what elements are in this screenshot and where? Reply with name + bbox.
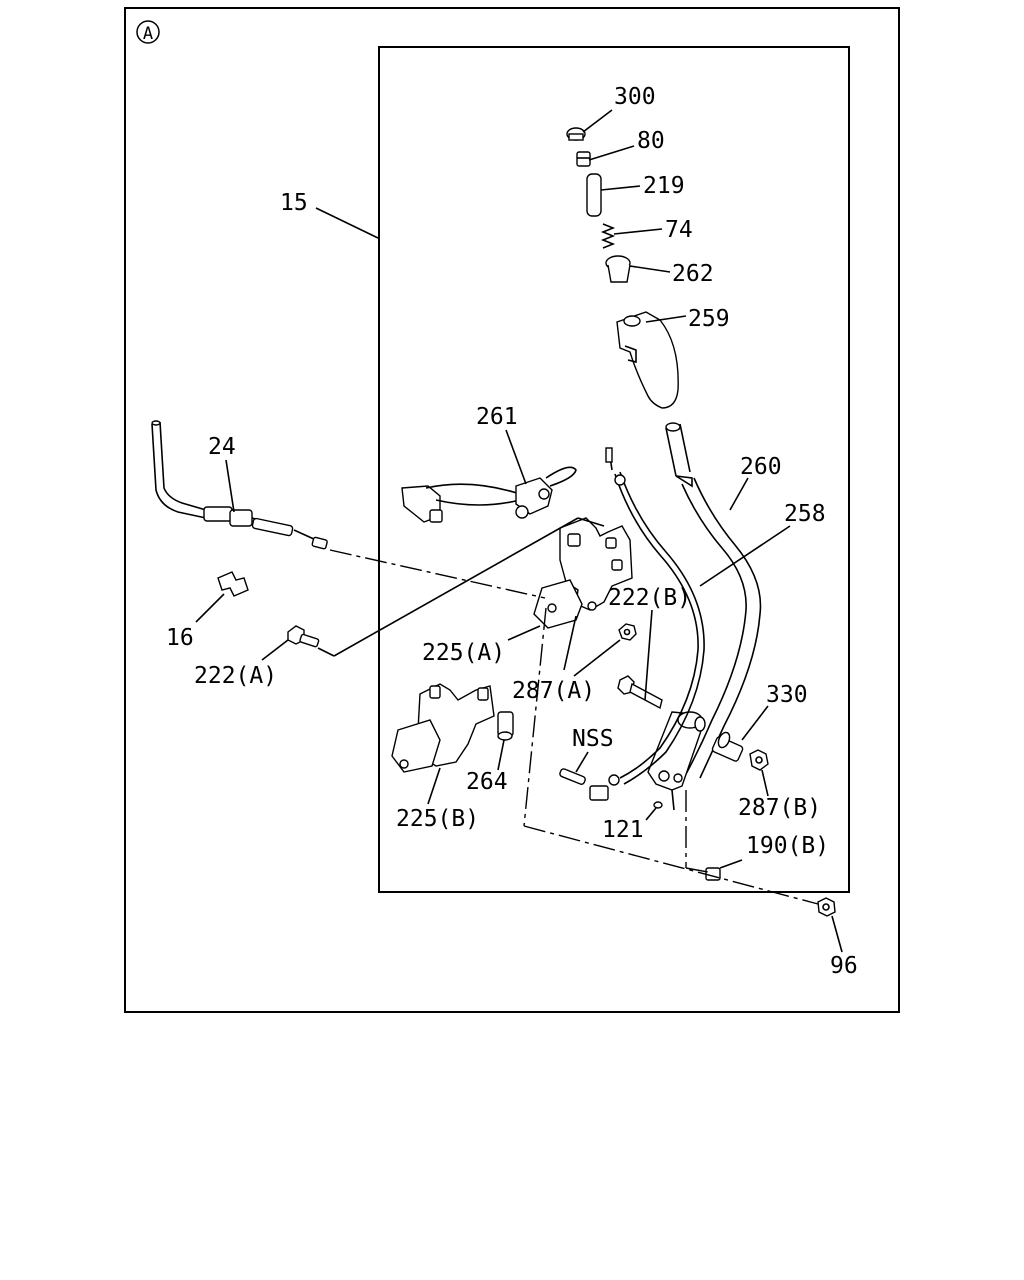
label-nss: NSS [572,726,614,752]
label-15: 15 [280,190,308,216]
lock-cable-24 [151,420,328,550]
pin-121 [653,801,663,809]
inner-frame [378,46,850,893]
nut-287a [618,623,637,641]
spring-74 [600,223,616,249]
label-225b: 225(B) [396,806,479,832]
label-330: 330 [766,682,808,708]
bracket-225b [391,683,495,773]
cable-end-block [589,774,620,801]
knob-cap-300 [566,127,586,141]
nut-96 [817,897,836,917]
label-74: 74 [665,217,693,243]
label-219: 219 [643,173,685,199]
label-264: 264 [466,769,508,795]
bushing-264 [497,711,514,741]
rod-219 [586,173,602,217]
label-300: 300 [614,84,656,110]
nut-80 [576,151,591,167]
label-222b: 222(B) [608,585,691,611]
assembly-lines [317,517,819,905]
label-260: 260 [740,454,782,480]
label-24: 24 [208,434,236,460]
bracket-225a [533,517,633,629]
label-121: 121 [602,817,644,843]
label-80: 80 [637,128,665,154]
label-262: 262 [672,261,714,287]
label-16: 16 [166,625,194,651]
bushing-330 [711,731,744,762]
pin-nss [559,768,586,785]
leader-lines [195,109,843,953]
label-259: 259 [688,306,730,332]
outer-frame [124,7,900,1013]
label-222a: 222(A) [194,663,277,689]
knob-259 [616,311,679,409]
view-marker-letter: A [143,24,153,44]
lever-bracket [647,711,706,791]
label-190b: 190(B) [746,833,829,859]
bolt-222a [287,625,320,648]
clip-16 [217,571,249,597]
label-258: 258 [784,501,826,527]
bushing-262 [605,255,631,283]
bolt-222b [617,675,663,710]
view-marker: A [136,20,160,44]
shift-lever-260 [665,422,762,779]
switch-harness-261 [401,466,577,523]
nut-287b [749,749,769,771]
label-287b: 287(B) [738,795,821,821]
cable-258 [605,447,705,785]
label-96: 96 [830,953,858,979]
bolt-190b [705,867,721,881]
label-261: 261 [476,404,518,430]
label-287a: 287(A) [512,678,595,704]
label-225a: 225(A) [422,640,505,666]
